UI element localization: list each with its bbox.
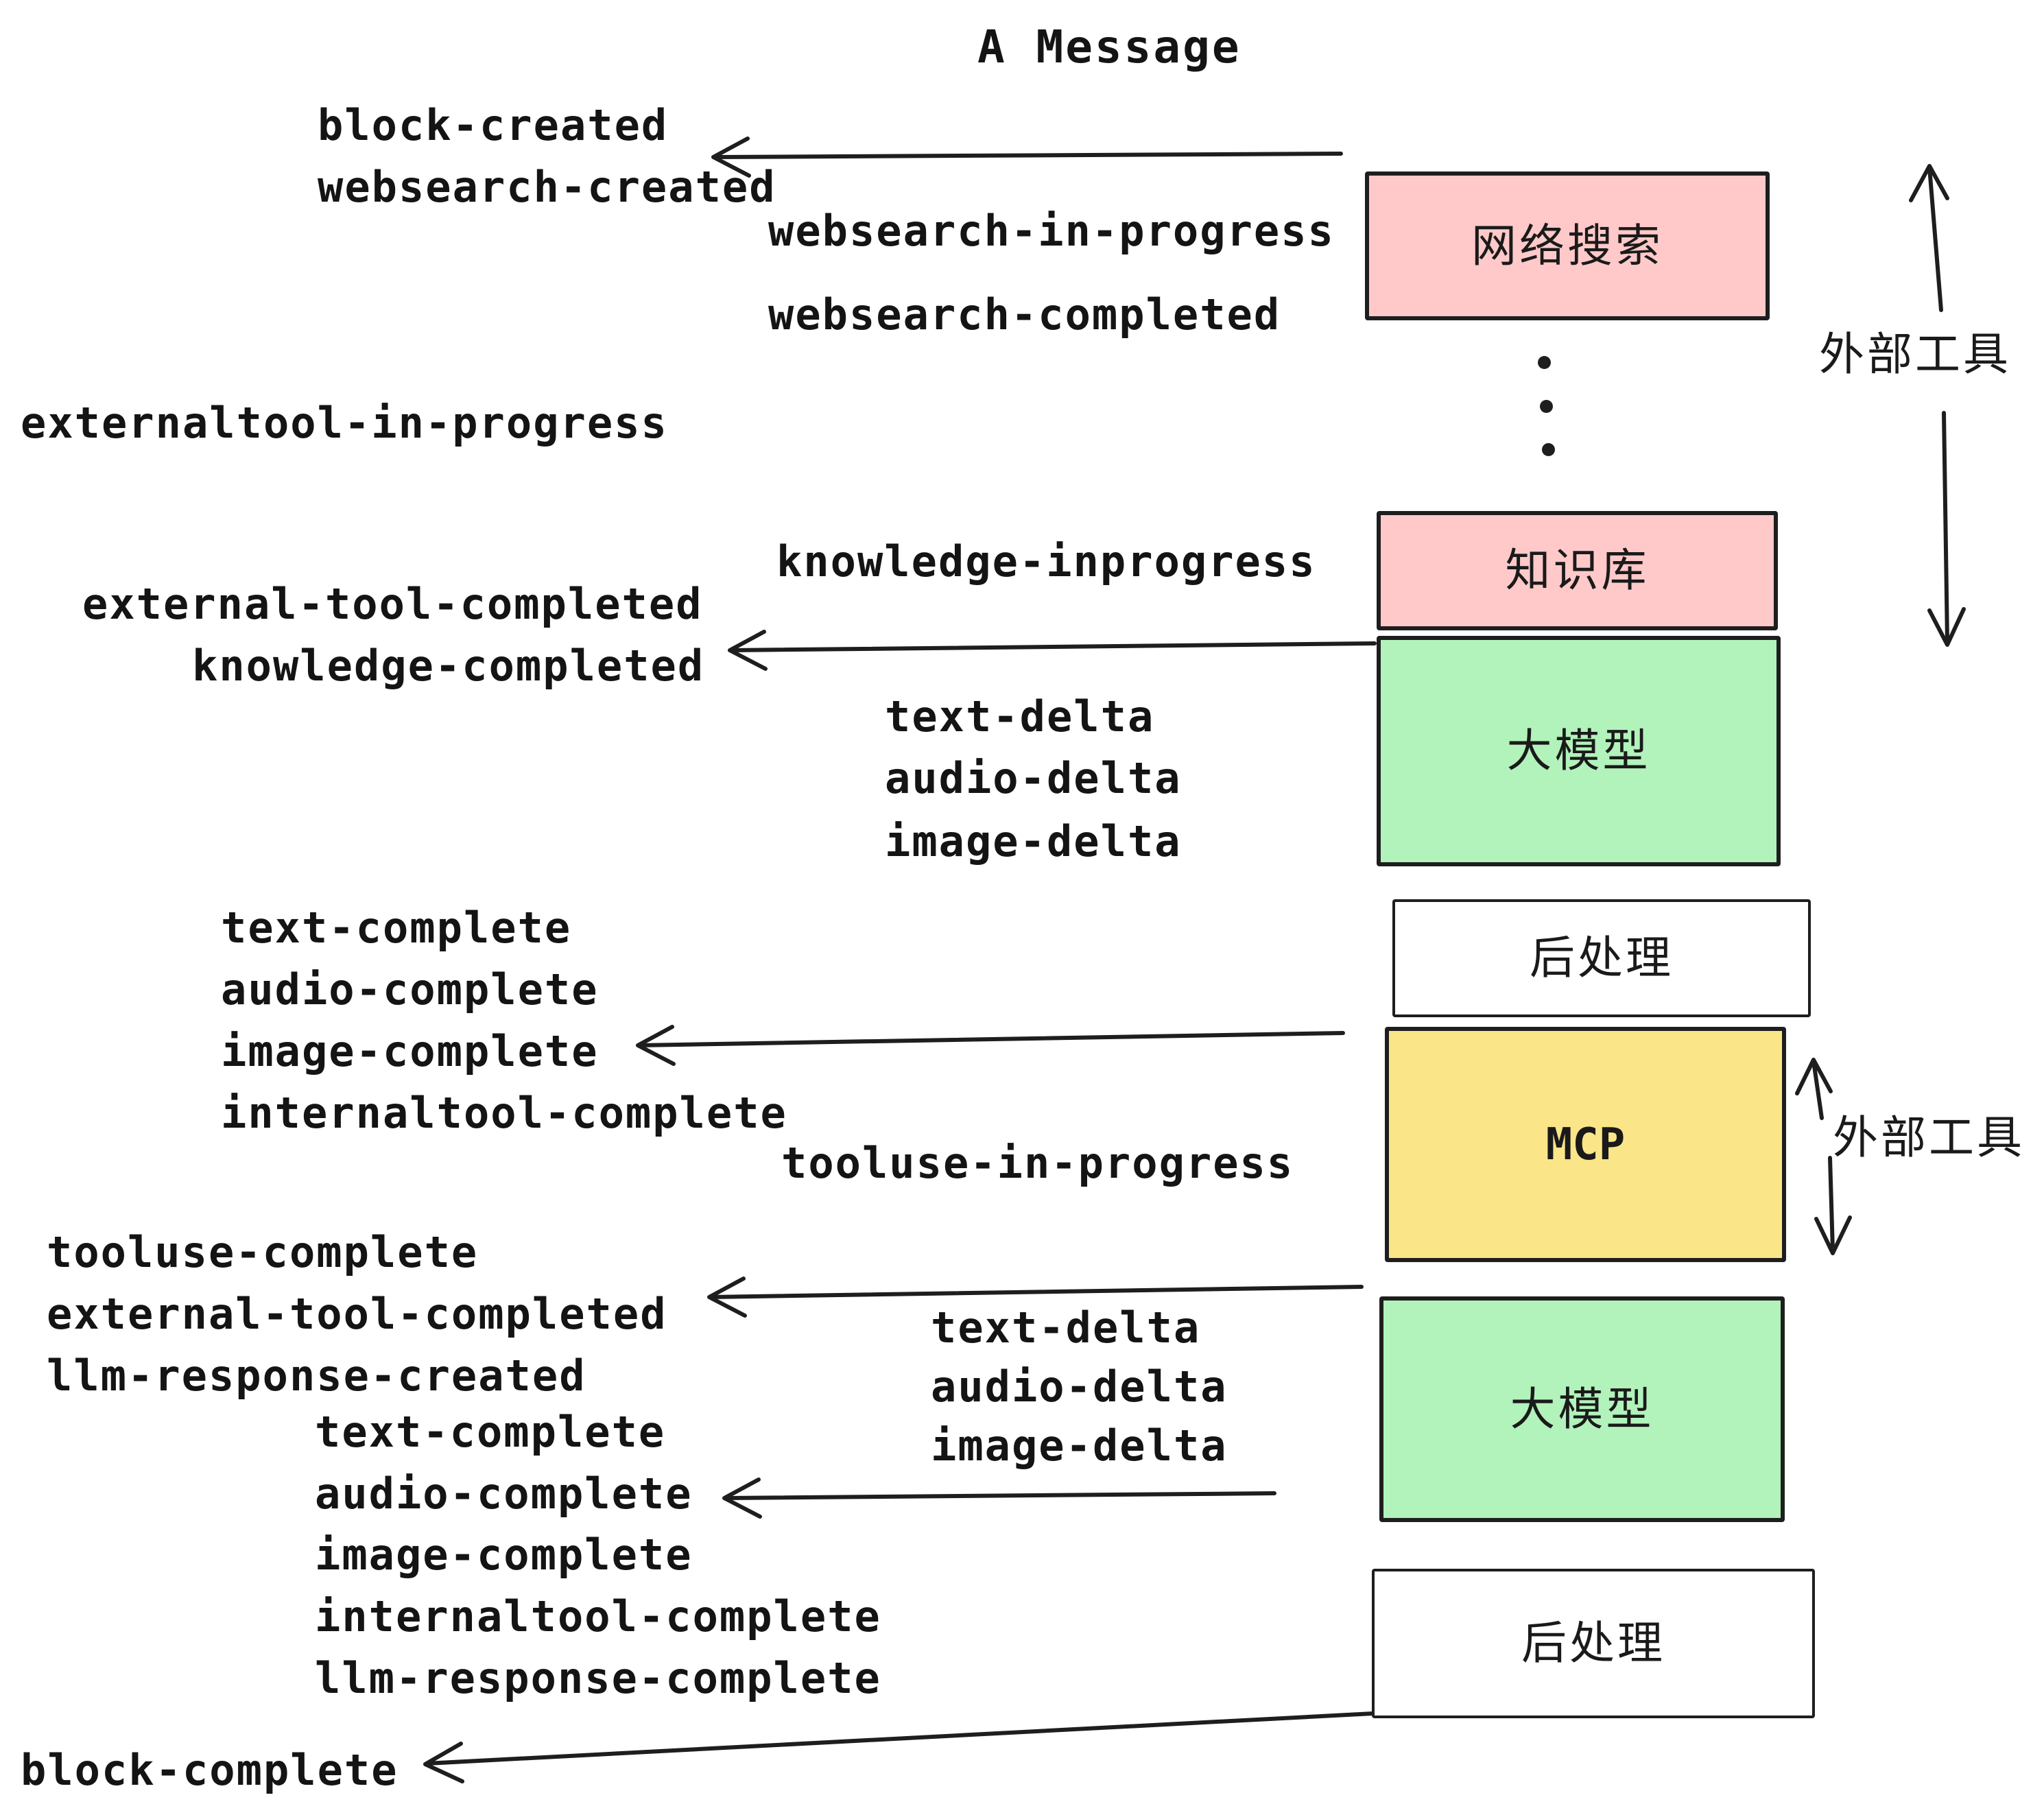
event-label-audio-complete-2: audio-complete [315,1469,693,1519]
event-label-audio-delta-2: audio-delta [931,1362,1228,1412]
external-tools-down-arrow-top [1927,411,1966,647]
box-llm-1: 大模型 [1377,636,1781,866]
event-label-text-complete-1: text-complete [221,903,572,953]
event-label-websearch-created: websearch-created [318,162,776,212]
box-llm-2-label: 大模型 [1510,1382,1654,1436]
diagram-title: A Message [977,21,1241,73]
event-label-tooluse-in-progress: tooluse-in-progress [781,1138,1294,1188]
external-tools-label-top: 外部工具 [1819,328,2011,381]
external-tools-up-arrow-bottom [1795,1058,1833,1120]
event-label-text-delta-1: text-delta [885,691,1155,741]
event-label-text-delta-2: text-delta [931,1303,1201,1353]
event-label-externaltool-in-progress: externaltool-in-progress [21,398,668,448]
box-mcp: MCP [1385,1027,1786,1262]
arrow-to-tooluse-complete [707,1277,1364,1318]
event-label-websearch-completed: websearch-completed [768,289,1281,340]
event-label-internaltool-complete-2: internaltool-complete [315,1591,881,1641]
box-llm-2: 大模型 [1379,1296,1785,1522]
event-label-image-complete-2: image-complete [315,1530,693,1580]
event-label-image-delta-2: image-delta [931,1421,1228,1471]
box-knowledge-label: 知识库 [1505,544,1650,597]
box-mcp-label: MCP [1545,1119,1626,1170]
event-label-llm-response-created: llm-response-created [47,1351,586,1401]
box-websearch-label: 网络搜索 [1471,219,1663,272]
event-label-image-complete-1: image-complete [221,1026,599,1076]
box-postprocess-1-label: 后处理 [1530,931,1674,984]
event-label-knowledge-completed: knowledge-completed [192,641,705,691]
arrow-to-block-complete [423,1711,1375,1783]
box-postprocess-1: 后处理 [1392,899,1811,1017]
event-label-audio-complete-1: audio-complete [221,964,599,1014]
arrow-to-block-created [711,137,1343,178]
box-llm-1-label: 大模型 [1506,724,1651,777]
external-tools-label-bottom: 外部工具 [1833,1111,2025,1164]
event-label-external-tool-completed-2: external-tool-completed [47,1289,667,1339]
external-tools-up-arrow-top [1909,164,1949,312]
arrow-to-image-complete [636,1025,1345,1066]
box-postprocess-2: 后处理 [1372,1569,1815,1718]
event-label-audio-delta-1: audio-delta [885,753,1182,803]
ellipsis-dot-2 [1540,400,1553,413]
event-label-block-created: block-created [318,100,669,150]
box-knowledge: 知识库 [1377,511,1778,630]
event-label-external-tool-completed-1: external-tool-completed [82,579,703,629]
arrow-to-knowledge-completed [728,630,1377,671]
event-label-tooluse-complete: tooluse-complete [47,1227,479,1277]
ellipsis-dot-3 [1542,443,1555,456]
event-label-image-delta-1: image-delta [885,816,1182,866]
ellipsis-dot-1 [1538,356,1551,369]
event-label-text-complete-2: text-complete [315,1407,666,1457]
box-postprocess-2-label: 后处理 [1521,1617,1665,1670]
box-websearch: 网络搜索 [1365,171,1770,320]
external-tools-down-arrow-bottom [1814,1156,1852,1255]
event-label-block-complete: block-complete [21,1745,399,1795]
event-label-internaltool-complete-1: internaltool-complete [221,1088,787,1138]
arrow-to-audio-complete [722,1477,1276,1519]
event-label-knowledge-inprogress: knowledge-inprogress [776,536,1316,586]
event-label-llm-response-complete: llm-response-complete [315,1653,881,1703]
event-label-websearch-in-progress: websearch-in-progress [768,206,1335,256]
